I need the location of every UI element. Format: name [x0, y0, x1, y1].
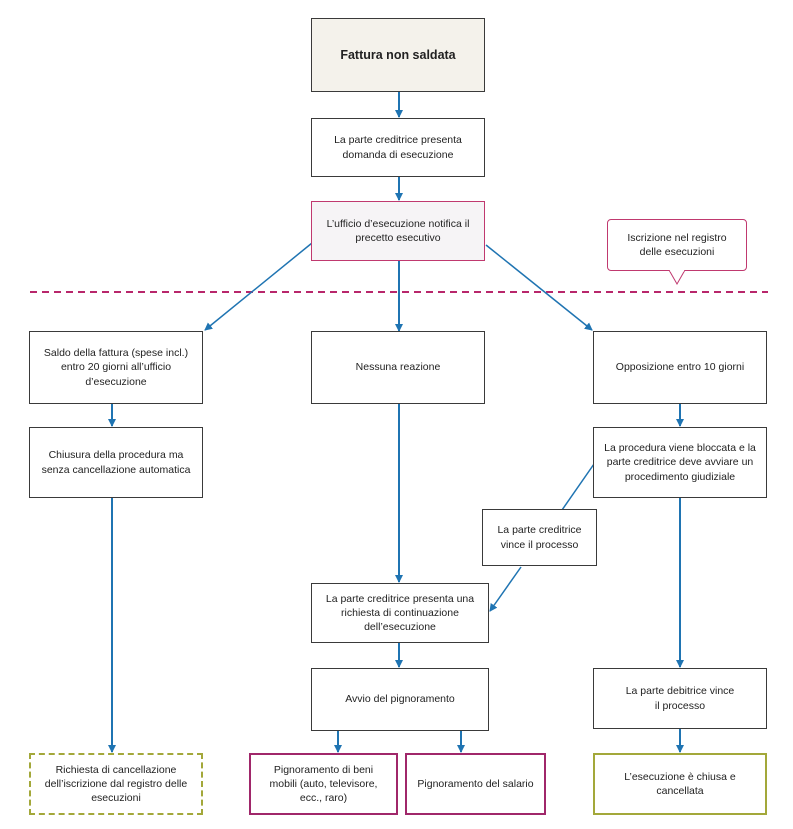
node-debtor-wins: La parte debitrice vince il processo [593, 668, 767, 729]
node-office-notifies: L’ufficio d’esecuzione notifica il prece… [311, 201, 485, 261]
node-salary-seizure: Pignoramento del salario [405, 753, 546, 815]
node-payment-invoice: Saldo della fattura (spese incl.) entro … [29, 331, 203, 404]
node-deletion-request: Richiesta di cancellazione dell’iscrizio… [29, 753, 203, 815]
line-blocked-to-creditor-wins [561, 463, 595, 511]
node-creditor-wins: La parte creditrice vince il processo [482, 509, 597, 566]
node-registry-entry: Iscrizione nel registro delle esecuzioni [607, 219, 747, 271]
arrow-notify-to-payment [204, 242, 313, 331]
node-seizure-start: Avvio del pignoramento [311, 668, 489, 731]
arrow-creditor-wins-to-continuation [489, 566, 522, 612]
node-no-reaction: Nessuna reazione [311, 331, 485, 404]
registry-callout-pointer [668, 270, 686, 286]
node-opposition: Opposizione entro 10 giorni [593, 331, 767, 404]
node-continuation-request: La parte creditrice presenta una richies… [311, 583, 489, 643]
node-movable-seizure: Pignoramento di beni mobili (auto, telev… [249, 753, 398, 815]
node-procedure-blocked: La procedura viene bloccata e la parte c… [593, 427, 767, 498]
arrow-notify-to-opposition [485, 244, 593, 331]
node-execution-closed: L’esecuzione è chiusa e cancellata [593, 753, 767, 815]
node-procedure-closed: Chiusura della procedura ma senza cancel… [29, 427, 203, 498]
node-creditor-submits: La parte creditrice presenta domanda di … [311, 118, 485, 177]
node-unpaid-invoice: Fattura non saldata [311, 18, 485, 92]
